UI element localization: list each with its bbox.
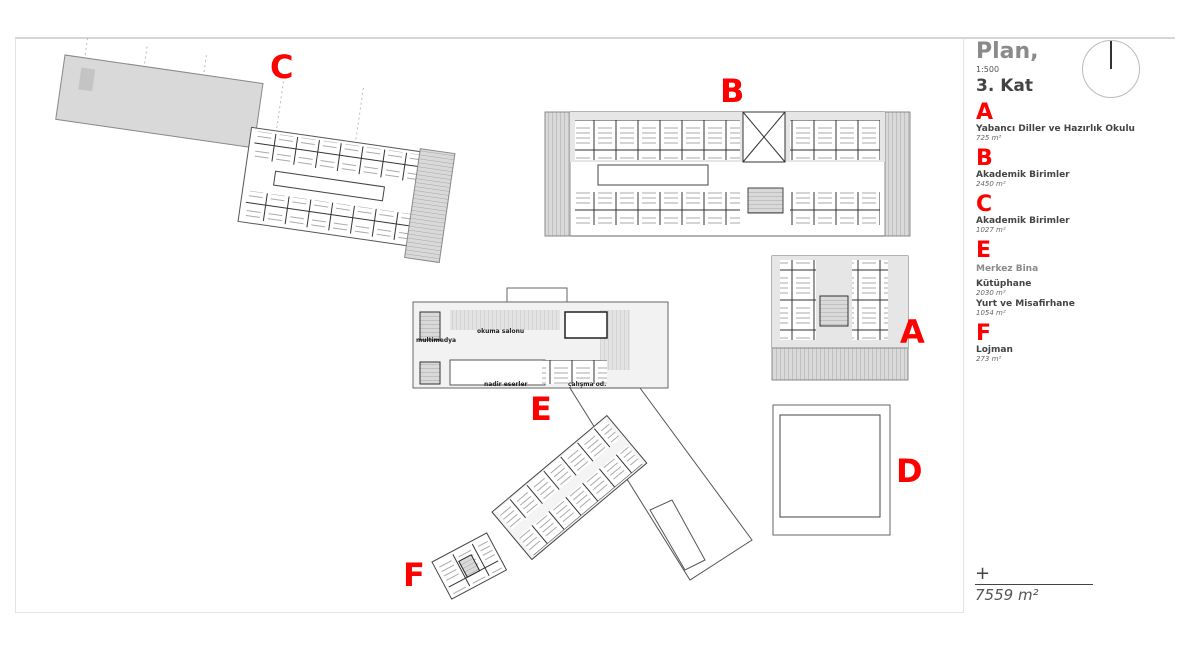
legend-area-library: 2030 m² xyxy=(976,289,1006,297)
site-plan: okuma salonu multimedya nadir eserler ça… xyxy=(55,37,925,600)
legend-area-c: 1027 m² xyxy=(976,226,1006,234)
legend-name-dorm: Yurt ve Misafirhane xyxy=(976,299,1075,309)
plan-label-e: E xyxy=(530,390,552,428)
legend-scale: 1:500 xyxy=(976,65,1000,74)
building-b xyxy=(544,111,911,237)
building-e-library: okuma salonu multimedya nadir eserler ça… xyxy=(412,287,669,389)
room-label-study: çalışma od. xyxy=(568,381,606,388)
total-area: + 7559 m² xyxy=(975,563,1093,604)
building-c xyxy=(55,37,456,264)
building-e-dorm xyxy=(491,414,648,561)
frame-left-line xyxy=(15,38,16,613)
plan-label-f: F xyxy=(403,556,425,594)
legend-floor: 3. Kat xyxy=(976,76,1033,96)
room-label-rare-books: nadir eserler xyxy=(484,381,528,388)
plan-label-c: C xyxy=(270,48,293,86)
building-a xyxy=(771,255,909,381)
legend-name-f: Lojman xyxy=(976,345,1013,355)
total-divider xyxy=(975,584,1093,585)
room-label-reading: okuma salonu xyxy=(477,328,524,335)
legend-area-dorm: 1054 m² xyxy=(976,309,1006,317)
room-label-multimedia: multimedya xyxy=(416,337,456,344)
total-area-value: 7559 m² xyxy=(975,586,1039,604)
plan-label-b: B xyxy=(720,72,744,110)
legend-name-c: Akademik Birimler xyxy=(976,216,1070,226)
legend-letter-c: C xyxy=(976,192,993,217)
frame-top-line xyxy=(15,37,1175,39)
legend-title: Plan, xyxy=(976,39,1039,64)
legend-area-f: 273 m² xyxy=(976,355,1002,363)
legend-letter-f: F xyxy=(976,321,992,346)
legend-letter-b: B xyxy=(976,146,993,171)
legend-name-b: Akademik Birimler xyxy=(976,170,1070,180)
frame-divider xyxy=(963,38,964,613)
legend-area-b: 2450 m² xyxy=(976,180,1006,188)
legend-area-a: 725 m² xyxy=(976,134,1002,142)
building-d xyxy=(772,404,891,536)
legend-name-a: Yabancı Diller ve Hazırlık Okulu xyxy=(976,124,1135,134)
legend-letter-e: E xyxy=(976,238,992,263)
total-plus-symbol: + xyxy=(975,563,991,584)
plan-label-d: D xyxy=(896,452,923,490)
legend-name-library: Kütüphane xyxy=(976,279,1032,289)
plan-label-a: A xyxy=(900,313,925,351)
legend-group-e: Merkez Bina xyxy=(976,264,1039,274)
frame-bottom-line xyxy=(15,612,963,613)
north-arrow-icon xyxy=(1082,40,1140,98)
legend: Plan, 1:500 3. Kat A Yabancı Diller ve H… xyxy=(976,40,1176,365)
building-f xyxy=(431,532,508,600)
legend-letter-a: A xyxy=(976,100,994,125)
